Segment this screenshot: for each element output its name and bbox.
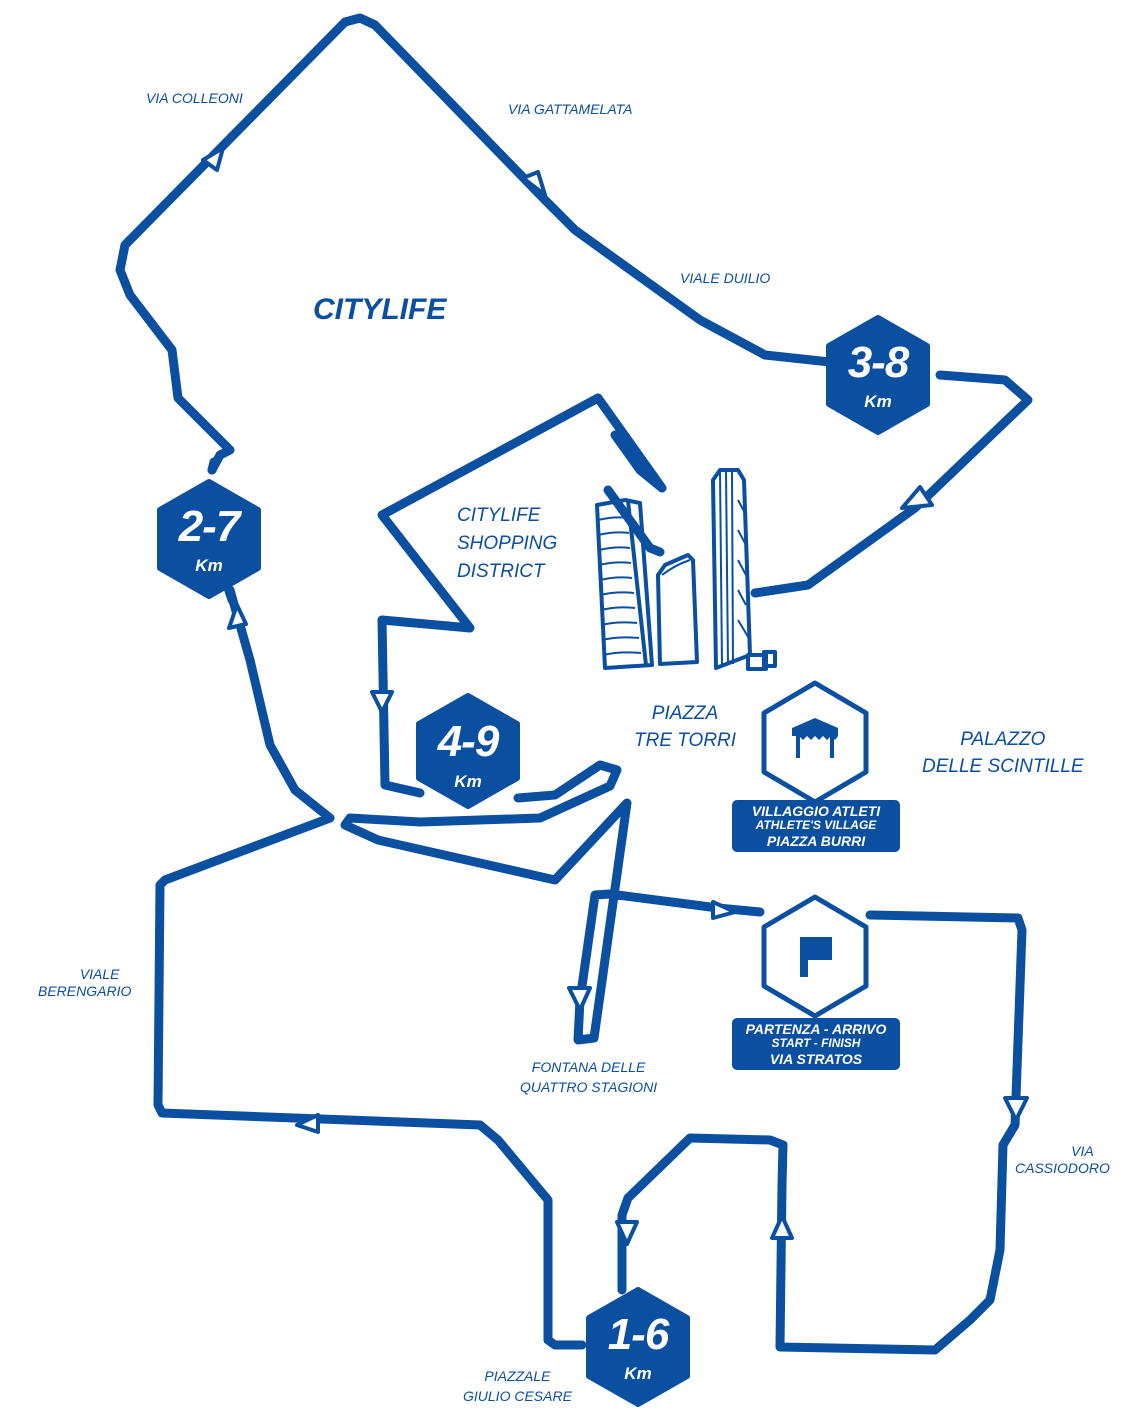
direction-arrow-icon (521, 170, 547, 197)
km-marker-1-6-hex (586, 1287, 690, 1407)
street-label-viale-berengario: VIALE BERENGARIO (38, 966, 131, 1000)
place-label-giulio-cesare: PIAZZALE GIULIO CESARE (463, 1366, 572, 1406)
km-marker-2-7-hex (157, 479, 261, 599)
km-marker-value: 3-8 (847, 338, 910, 387)
athletes-village-subtitle: ATHLETE'S VILLAGE (755, 818, 877, 833)
tent-icon (792, 718, 838, 758)
street-label-via-colleoni: VIA COLLEONI (146, 90, 243, 106)
km-marker-unit: Km (624, 1364, 652, 1383)
athletes-village-hex (761, 680, 869, 805)
athletes-village-box: VILLAGGIO ATLETI ATHLETE'S VILLAGE PIAZZ… (732, 800, 900, 852)
route-connector (223, 583, 237, 605)
place-label-line: QUATTRO STAGIONI (520, 1079, 658, 1095)
place-label-line: GIULIO CESARE (463, 1388, 572, 1404)
direction-arrow-icon (201, 146, 225, 172)
route-path-main (115, 13, 1033, 1355)
place-label-line: CITYLIFE (457, 505, 541, 526)
km-marker-value: 4-9 (437, 717, 500, 766)
place-label-line: PIAZZA (651, 703, 719, 724)
start-finish-box: PARTENZA - ARRIVO START - FINISH VIA STR… (732, 1018, 900, 1070)
start-finish-location: VIA STRATOS (769, 1050, 863, 1067)
direction-arrow-icon (900, 485, 934, 510)
flag-icon (800, 937, 832, 977)
direction-arrow-icon (227, 603, 248, 630)
place-label-shopping-district: CITYLIFE SHOPPING DISTRICT (457, 502, 557, 586)
street-label-line: CASSIODORO (1015, 1159, 1110, 1176)
place-label-line: PALAZZO (960, 729, 1046, 750)
km-marker-value: 1-6 (607, 1310, 670, 1359)
route-connector (207, 457, 219, 475)
km-marker-unit: Km (454, 772, 482, 791)
area-label-citylife: CITYLIFE (313, 293, 447, 326)
place-label-tre-torri: PIAZZA TRE TORRI (634, 700, 736, 754)
start-finish-title: PARTENZA - ARRIVO (745, 1021, 887, 1037)
place-label-line: PIAZZALE (484, 1368, 551, 1384)
km-marker-4-9-hex (416, 693, 520, 809)
place-label-palazzo-scintille: PALAZZO DELLE SCINTILLE (922, 726, 1084, 780)
athletes-village-location: PIAZZA BURRI (766, 832, 866, 849)
street-label-line: VIA (1071, 1143, 1094, 1159)
street-label-line: VIALE (79, 966, 120, 982)
direction-arrow-icon (1003, 1096, 1029, 1122)
place-label-line: FONTANA DELLE (531, 1059, 646, 1075)
km-marker-3-8-hex (826, 315, 930, 435)
direction-arrow-icon (567, 986, 592, 1012)
street-label-viale-duilio: VIALE DUILIO (680, 270, 771, 286)
direction-arrow-icon (615, 1220, 639, 1246)
athletes-village-title: VILLAGGIO ATLETI (751, 803, 881, 819)
direction-arrow-icon (711, 900, 737, 920)
place-label-fontana: FONTANA DELLE QUATTRO STAGIONI (520, 1057, 657, 1097)
km-marker-unit: Km (864, 392, 892, 411)
direction-arrow-icon (295, 1113, 320, 1134)
place-label-line: DISTRICT (457, 561, 545, 582)
street-label-via-gattamelata: VIA GATTAMELATA (508, 101, 633, 117)
place-label-line: SHOPPING (457, 533, 558, 554)
km-marker-value: 2-7 (178, 502, 241, 551)
start-finish-subtitle: START - FINISH (771, 1036, 861, 1051)
km-marker-unit: Km (195, 556, 223, 575)
place-label-line: TRE TORRI (634, 730, 737, 751)
street-label-line: BERENGARIO (38, 982, 132, 999)
direction-arrow-icon (370, 690, 394, 714)
street-label-via-cassiodoro: VIA CASSIODORO (1015, 1143, 1110, 1177)
direction-arrow-icon (770, 1214, 794, 1240)
tre-torri-towers-icon (595, 468, 777, 671)
place-label-line: DELLE SCINTILLE (922, 756, 1084, 777)
